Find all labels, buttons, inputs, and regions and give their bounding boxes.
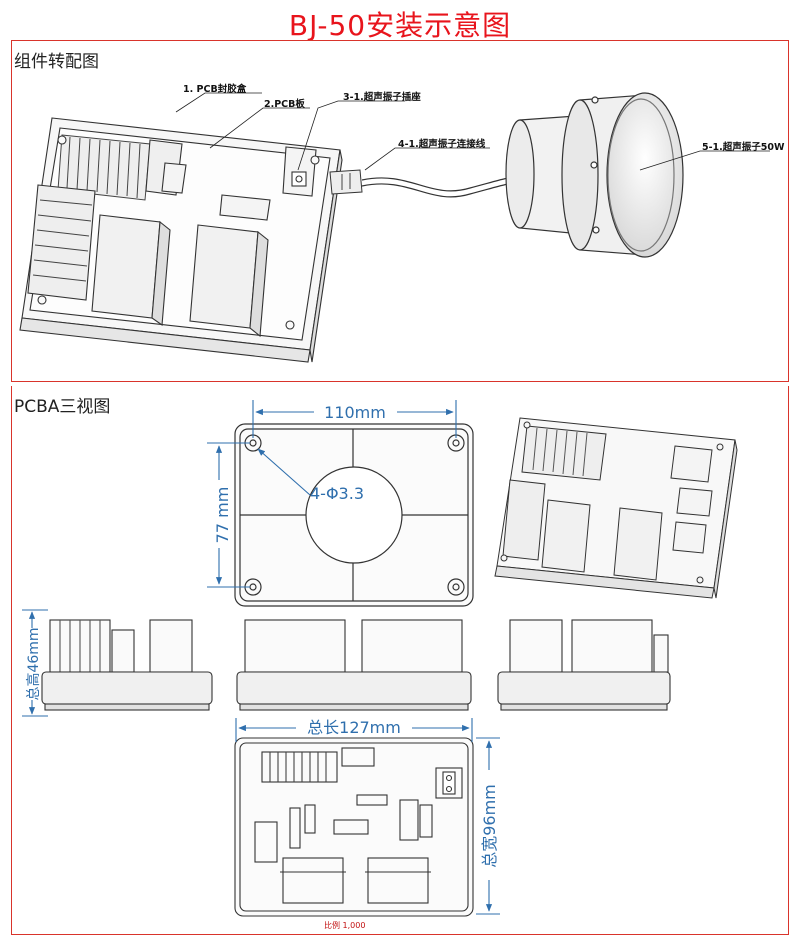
top-view [234,423,474,607]
side-view-right [497,619,671,711]
assembly-frame [11,40,789,382]
callout-transducer: 5-1.超声振子50W [702,141,785,153]
assembly-section-label: 组件转配图 [14,52,99,72]
page-title: BJ-50安装示意图 [288,9,512,42]
dim-total-width: 总宽96mm [480,784,499,868]
assembly-callouts [175,92,770,171]
ultrasonic-transducer [505,92,684,258]
callout-pcb-board: 2.PCB板 [264,98,305,110]
bottom-view [234,737,474,917]
transducer-cable [329,169,521,198]
pcb-enclosure-isometric [19,117,343,363]
dim-holes: 4-Φ3.3 [310,484,364,503]
top-view-dimensions [207,400,457,588]
dim-width-110: 110mm [324,403,386,422]
scale-note: 比例 1,000 [324,920,365,930]
dim-total-height: 总高46mm [25,627,42,700]
dim-total-length: 总长127mm [307,718,401,737]
callout-pcb-box: 1. PCB封胶盒 [183,83,247,95]
three-view-section-label: PCBA三视图 [14,397,111,417]
bottom-view-dimensions [235,718,500,915]
side-view-left [41,619,213,711]
pcba-isometric [494,417,738,599]
three-view-frame [11,386,789,935]
callout-transducer-cable: 4-1.超声振子连接线 [398,138,486,150]
side-view-front [236,619,472,711]
total-height-dimension [22,609,48,717]
dim-height-77: 77 mm [213,487,232,544]
callout-transducer-socket: 3-1.超声振子插座 [343,91,421,103]
